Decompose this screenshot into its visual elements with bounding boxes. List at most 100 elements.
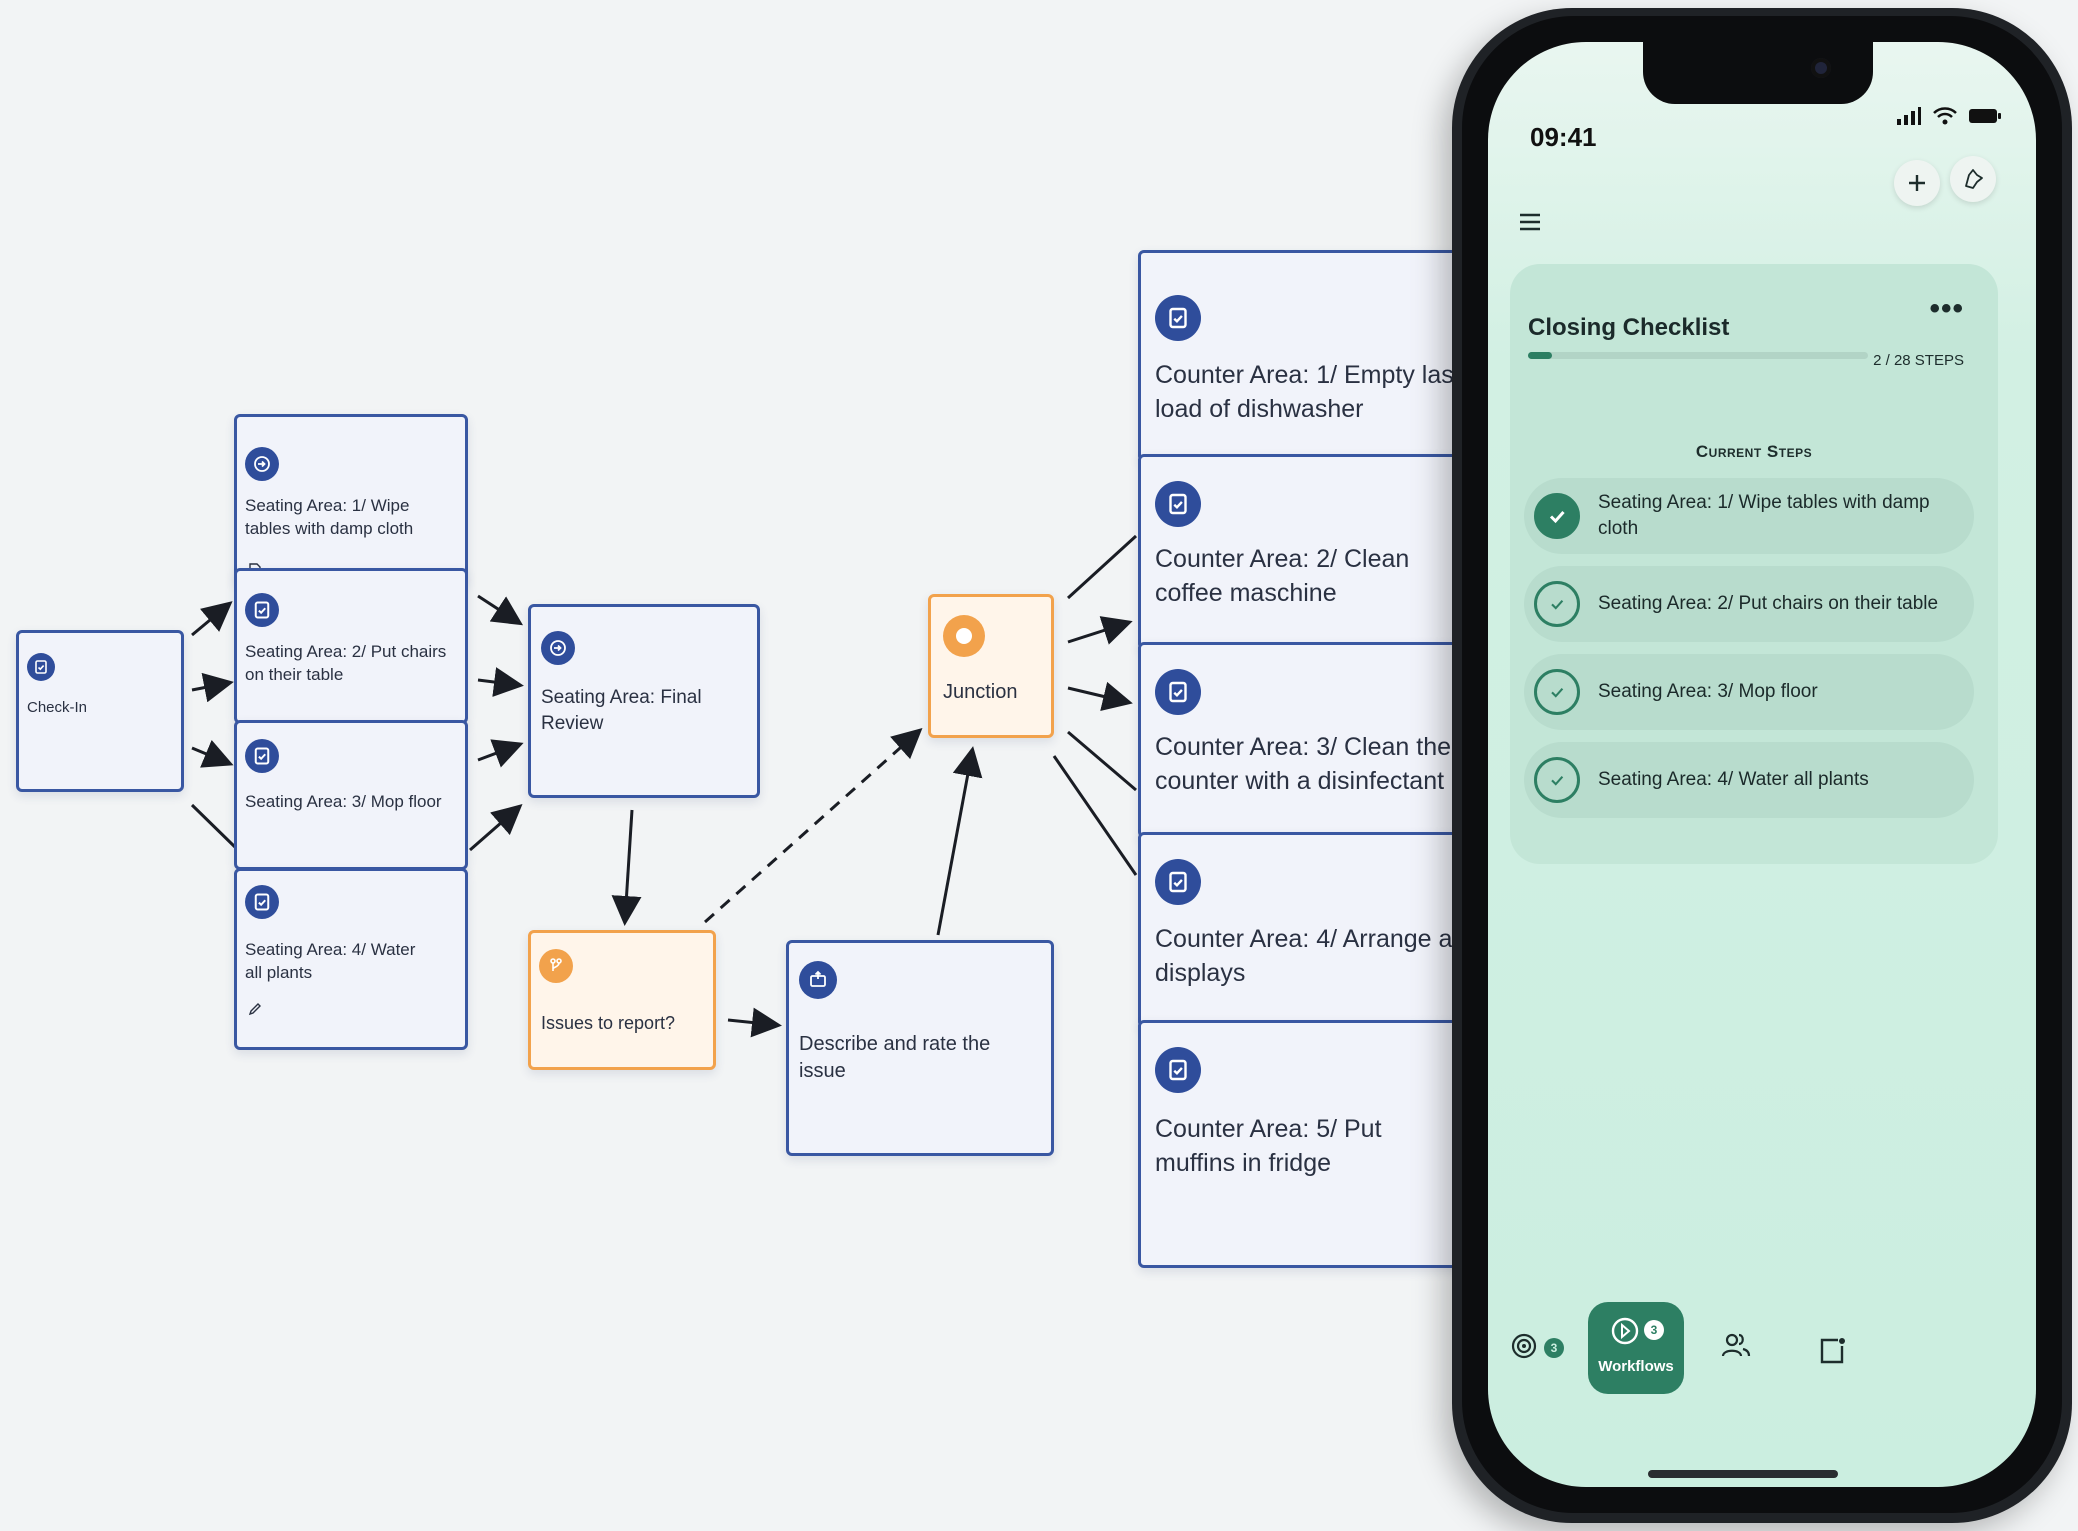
flow-node-junction[interactable]: Junction <box>928 594 1054 738</box>
nav-workflows[interactable]: 3 Workflows <box>1588 1302 1684 1394</box>
add-button[interactable] <box>1894 160 1940 206</box>
report-icon <box>799 961 837 999</box>
flow-node-counter-4[interactable]: Counter Area: 4/ Arrange all displays <box>1138 832 1478 1028</box>
hamburger-menu-icon[interactable] <box>1518 212 1542 232</box>
arrow-s1-to-review <box>477 594 524 626</box>
clipboard-check-icon <box>27 653 55 681</box>
arrow-describe-to-junction <box>936 746 983 936</box>
checklist-progress-bar <box>1528 352 1868 359</box>
flow-node-label: Describe and rate the issue <box>799 1033 991 1082</box>
branch-icon <box>539 949 573 983</box>
arrow-junction-to-c4 <box>1067 730 1137 792</box>
checklist-step-count: 2 / 28 STEPS <box>1873 352 1964 369</box>
battery-icon <box>1969 109 2001 123</box>
more-options-icon[interactable]: ••• <box>1929 292 1964 325</box>
flow-node-label: Check-In <box>27 699 88 716</box>
flow-node-final-review[interactable]: Seating Area: Final Review <box>528 604 760 798</box>
junction-circle-icon <box>943 615 985 657</box>
status-icons <box>1896 106 2002 126</box>
arrow-junction-to-c3 <box>1067 681 1133 712</box>
current-step-1[interactable]: Seating Area: 1/ Wipe tables with damp c… <box>1524 478 1974 554</box>
arrow-issues-to-describe <box>727 1007 782 1038</box>
flow-node-label: Seating Area: Final Review <box>541 687 702 734</box>
clipboard-check-icon <box>245 885 279 919</box>
flow-node-label: Counter Area: 5/ Put muffins in fridge <box>1155 1115 1382 1177</box>
people-icon <box>1721 1333 1751 1357</box>
flow-node-label: Issues to report? <box>541 1013 676 1033</box>
step-check-icon[interactable] <box>1534 669 1580 715</box>
flow-node-seating-1[interactable]: Seating Area: 1/ Wipe tables with damp c… <box>234 414 468 584</box>
checklist-title: Closing Checklist <box>1528 314 1730 341</box>
clipboard-check-icon <box>1155 859 1201 905</box>
arrow-checkin-to-s2 <box>191 672 234 703</box>
clipboard-check-icon <box>1155 481 1201 527</box>
step-check-icon[interactable] <box>1534 581 1580 627</box>
step-label: Seating Area: 4/ Water all plants <box>1598 769 1869 791</box>
current-step-3[interactable]: Seating Area: 3/ Mop floor <box>1524 654 1974 730</box>
flow-node-issues-to-report[interactable]: Issues to report? <box>528 930 716 1070</box>
home-indicator <box>1648 1470 1838 1478</box>
current-steps-heading: Current Steps <box>1695 442 1813 461</box>
clipboard-check-icon <box>1155 295 1201 341</box>
clipboard-check-icon <box>245 739 279 773</box>
pencil-icon <box>248 1003 261 1016</box>
flow-node-counter-1[interactable]: Counter Area: 1/ Empty last load of dish… <box>1138 250 1478 462</box>
nav-targets[interactable]: 3 <box>1510 1332 1570 1372</box>
flow-node-label: Junction <box>943 681 1018 703</box>
flow-node-counter-3[interactable]: Counter Area: 3/ Clean the counter with … <box>1138 642 1478 838</box>
arrow-issues-to-junction <box>704 728 923 924</box>
flow-node-label: Counter Area: 1/ Empty last load of dish… <box>1155 361 1461 423</box>
flow-connectors <box>190 534 1138 1038</box>
arrow-checkin-to-s1 <box>191 601 233 637</box>
step-label: Seating Area: 3/ Mop floor <box>1598 681 1818 703</box>
sparkle-hand-icon <box>1965 169 1983 189</box>
step-label: Seating Area: 1/ Wipe tables with damp c… <box>1598 492 1930 539</box>
workflow-play-icon <box>1611 1317 1639 1345</box>
nav-workflows-label: Workflows <box>1598 1358 1674 1375</box>
clipboard-check-icon <box>245 593 279 627</box>
flow-node-seating-4[interactable]: Seating Area: 4/ Water all plants <box>234 868 468 1050</box>
flow-node-label: Seating Area: 3/ Mop floor <box>245 792 442 811</box>
sign-in-icon <box>245 447 279 481</box>
note-icon <box>1820 1338 1845 1364</box>
flow-node-check-in[interactable]: Check-In <box>16 630 184 792</box>
bottom-navigation: 3 3 Workflows <box>1488 1302 2036 1412</box>
arrow-s3-to-review <box>477 739 524 768</box>
ai-assistant-button[interactable] <box>1950 156 1996 202</box>
current-step-4[interactable]: Seating Area: 4/ Water all plants <box>1524 742 1974 818</box>
status-time: 09:41 <box>1530 122 1597 152</box>
flow-node-counter-2[interactable]: Counter Area: 2/ Clean coffee maschine <box>1138 454 1478 650</box>
clipboard-check-icon <box>1155 1047 1201 1093</box>
signal-icon <box>1897 107 1921 125</box>
phone-screen: 09:41 Closing Checklist ••• 2 / 28 STEPS <box>1488 42 2036 1487</box>
flow-node-label: Counter Area: 4/ Arrange all displays <box>1155 925 1464 987</box>
step-check-icon[interactable] <box>1534 757 1580 803</box>
flow-node-label: Seating Area: 2/ Put chairs on their tab… <box>245 642 447 684</box>
arrow-checkin-to-s3 <box>191 739 234 768</box>
plus-icon <box>1909 175 1925 191</box>
phone-frame: 09:41 Closing Checklist ••• 2 / 28 STEPS <box>1452 8 2072 1523</box>
flow-node-seating-2[interactable]: Seating Area: 2/ Put chairs on their tab… <box>234 568 468 724</box>
flow-node-counter-5[interactable]: Counter Area: 5/ Put muffins in fridge <box>1138 1020 1478 1268</box>
clipboard-check-icon <box>1155 669 1201 715</box>
arrow-junction-to-c5 <box>1052 755 1138 876</box>
arrow-s2-to-review <box>477 667 524 697</box>
nav-people[interactable] <box>1720 1330 1756 1366</box>
flow-node-label: Seating Area: 1/ Wipe tables with damp c… <box>245 496 414 538</box>
arrow-review-to-issues <box>611 809 642 926</box>
flow-node-seating-3[interactable]: Seating Area: 3/ Mop floor <box>234 720 468 870</box>
checklist-card: Closing Checklist ••• 2 / 28 STEPS Curre… <box>1510 264 1998 864</box>
camera-icon <box>1811 58 1831 78</box>
flow-node-label: Counter Area: 2/ Clean coffee maschine <box>1155 545 1410 607</box>
workflows-count-badge: 3 <box>1644 1320 1664 1340</box>
phone-bezel: 09:41 Closing Checklist ••• 2 / 28 STEPS <box>1462 16 2062 1513</box>
step-check-icon[interactable] <box>1534 493 1580 539</box>
checklist-progress-fill <box>1528 352 1552 359</box>
flow-node-label: Counter Area: 3/ Clean the counter with … <box>1155 733 1452 795</box>
arrow-junction-to-c2 <box>1067 616 1133 645</box>
step-label: Seating Area: 2/ Put chairs on their tab… <box>1598 593 1939 615</box>
current-step-2[interactable]: Seating Area: 2/ Put chairs on their tab… <box>1524 566 1974 642</box>
nav-notes[interactable] <box>1818 1336 1854 1372</box>
flow-node-label: Seating Area: 4/ Water all plants <box>245 940 416 982</box>
flow-node-describe-issue[interactable]: Describe and rate the issue <box>786 940 1054 1156</box>
